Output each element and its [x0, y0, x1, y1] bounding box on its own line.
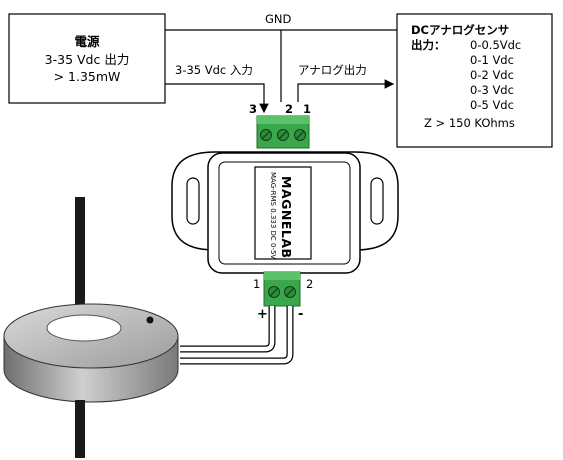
power-output-voltage: 3-35 Vdc 出力 [44, 52, 130, 67]
sensor-range: 0-3 Vdc [470, 83, 514, 97]
top-pin-2: 2 [285, 102, 294, 116]
power-title: 電源 [74, 34, 100, 49]
ct-lead-wires [180, 306, 294, 365]
sensor-impedance: Z > 150 KOhms [424, 116, 515, 130]
top-pin-1: 1 [303, 102, 312, 116]
power-output-power: > 1.35mW [53, 69, 121, 84]
sensor-title: DCアナログセンサ [411, 23, 510, 37]
device-model: MAG-RMS 0.333 DC 0-5V [269, 172, 277, 260]
polarity-plus: + [257, 307, 268, 322]
sensor-range: 0-0.5Vdc [470, 38, 522, 52]
analog-output-wire [297, 79, 395, 102]
conductor-upper [75, 197, 85, 319]
power-supply-box [8, 13, 166, 104]
conductor-lower [75, 400, 85, 458]
input-wire [165, 83, 269, 114]
input-wire-label: 3-35 Vdc 入力 [175, 63, 253, 77]
current-transformer [3, 303, 179, 403]
gnd-label: GND [265, 12, 292, 26]
sensor-range: 0-2 Vdc [470, 68, 514, 82]
sensor-range: 0-1 Vdc [470, 53, 514, 67]
polarity-minus: - [298, 307, 304, 322]
transducer-device [171, 151, 399, 274]
bottom-terminal-block [263, 271, 301, 307]
sensor-range: 0-5 Vdc [470, 98, 514, 112]
top-pin-3: 3 [249, 102, 258, 116]
bottom-pin-2: 2 [306, 277, 314, 291]
top-terminal-block [256, 115, 310, 149]
sensor-box [396, 13, 553, 148]
bottom-pin-1: 1 [253, 277, 261, 291]
sensor-output-label: 出力： [411, 38, 446, 52]
device-brand: MAGNELAB [279, 176, 294, 259]
analog-output-label: アナログ出力 [298, 63, 367, 77]
